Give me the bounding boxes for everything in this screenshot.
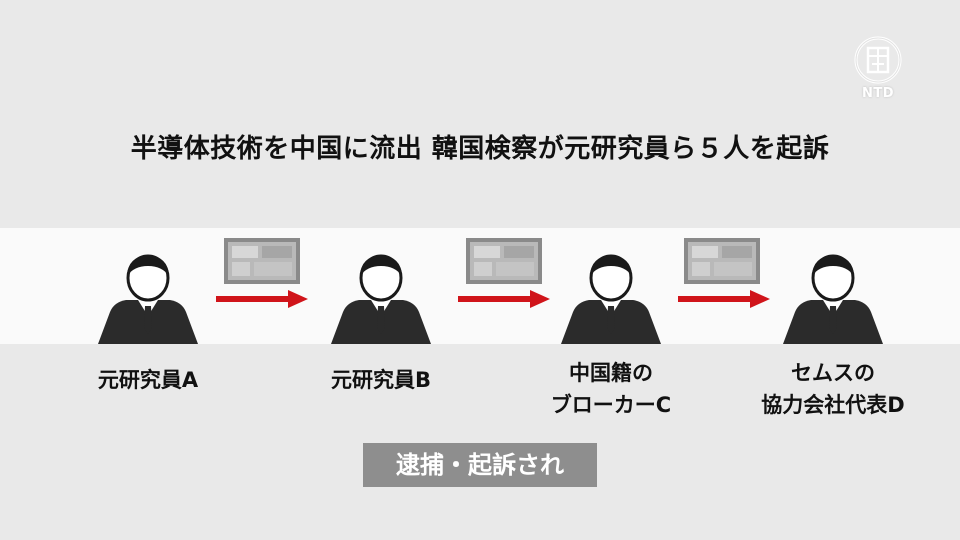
person-b-label: 元研究員B xyxy=(281,364,481,396)
label-line: ブローカーC xyxy=(550,393,672,417)
document-icon xyxy=(224,238,300,284)
label-line: セムスの xyxy=(791,361,875,385)
ntd-logo: NTD xyxy=(848,34,908,104)
top-band xyxy=(0,0,960,228)
arrow-right-icon xyxy=(216,290,308,308)
bottom-band xyxy=(0,344,960,540)
headline: 半導体技術を中国に流出 韓国検察が元研究員ら５人を起訴 xyxy=(130,134,830,164)
label-line: 協力会社代表D xyxy=(761,393,905,417)
document-icon xyxy=(684,238,760,284)
logo-text: NTD xyxy=(861,86,895,101)
label-line: 元研究員B xyxy=(330,368,431,392)
person-b-icon xyxy=(329,254,433,344)
label-line: 中国籍の xyxy=(569,361,653,385)
person-d-icon xyxy=(781,254,885,344)
person-c-label: 中国籍の ブローカーC xyxy=(511,357,711,421)
person-d-label: セムスの 協力会社代表D xyxy=(723,357,943,421)
person-c-icon xyxy=(559,254,663,344)
document-icon xyxy=(466,238,542,284)
ntd-seal-icon xyxy=(854,36,902,84)
person-a-label: 元研究員A xyxy=(48,364,248,396)
arrow-right-icon xyxy=(678,290,770,308)
person-a-icon xyxy=(96,254,200,344)
label-line: 元研究員A xyxy=(97,368,199,392)
subtitle-caption: 逮捕・起訴され xyxy=(363,443,597,487)
arrow-right-icon xyxy=(458,290,550,308)
